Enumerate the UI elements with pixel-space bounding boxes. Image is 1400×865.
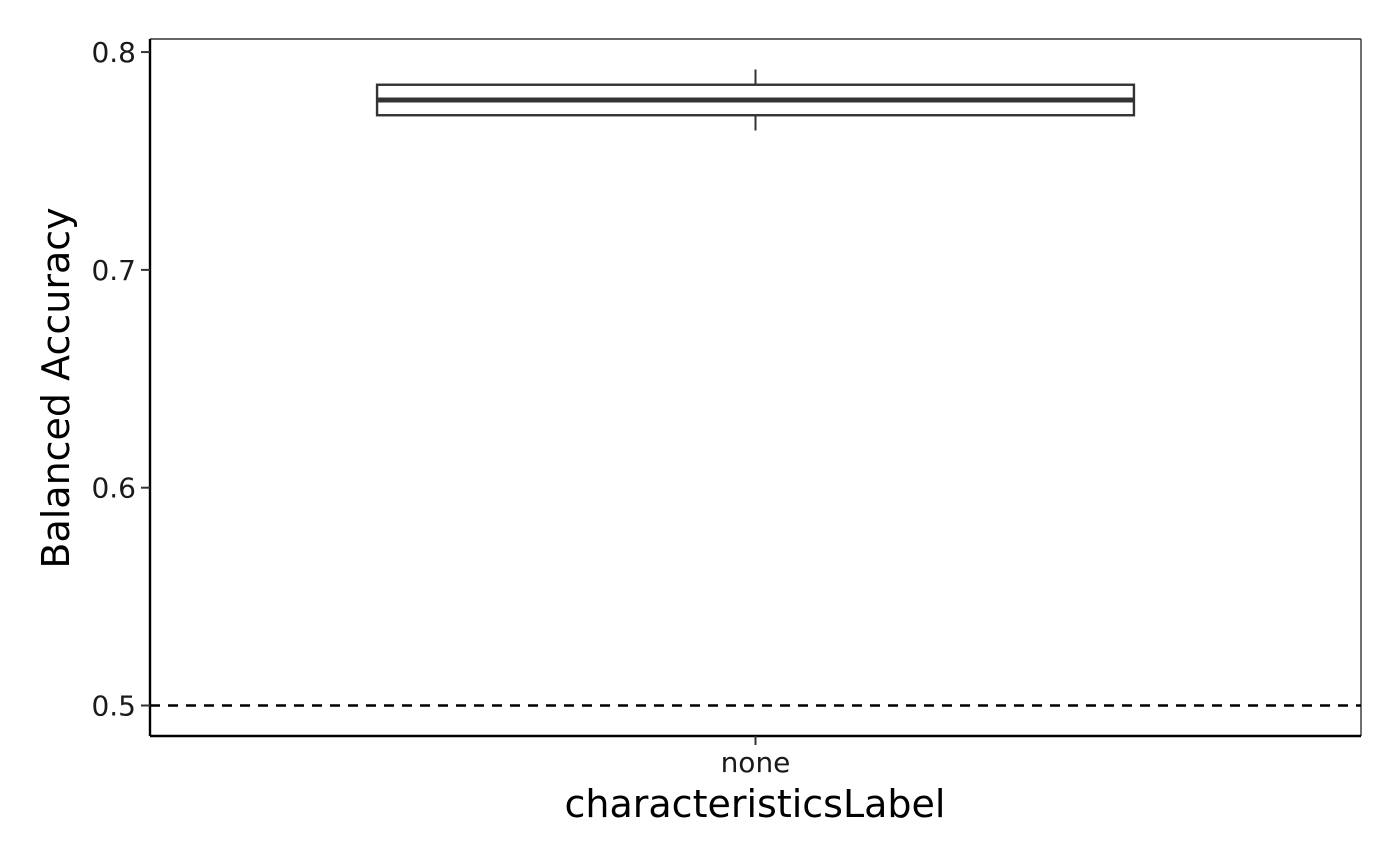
y-tick-label: 0.7 <box>91 254 136 287</box>
x-tick-label: none <box>721 746 791 779</box>
y-axis-ticks: 0.5 0.6 0.7 0.8 <box>91 36 150 723</box>
x-axis-title: characteristicsLabel <box>565 782 946 826</box>
y-tick-label: 0.8 <box>91 36 136 69</box>
boxplot-marks <box>375 69 1136 131</box>
y-tick-label: 0.6 <box>91 472 136 505</box>
x-axis-ticks: none <box>721 736 791 779</box>
y-axis-title: Balanced Accuracy <box>34 207 78 568</box>
y-tick-label: 0.5 <box>91 690 136 723</box>
